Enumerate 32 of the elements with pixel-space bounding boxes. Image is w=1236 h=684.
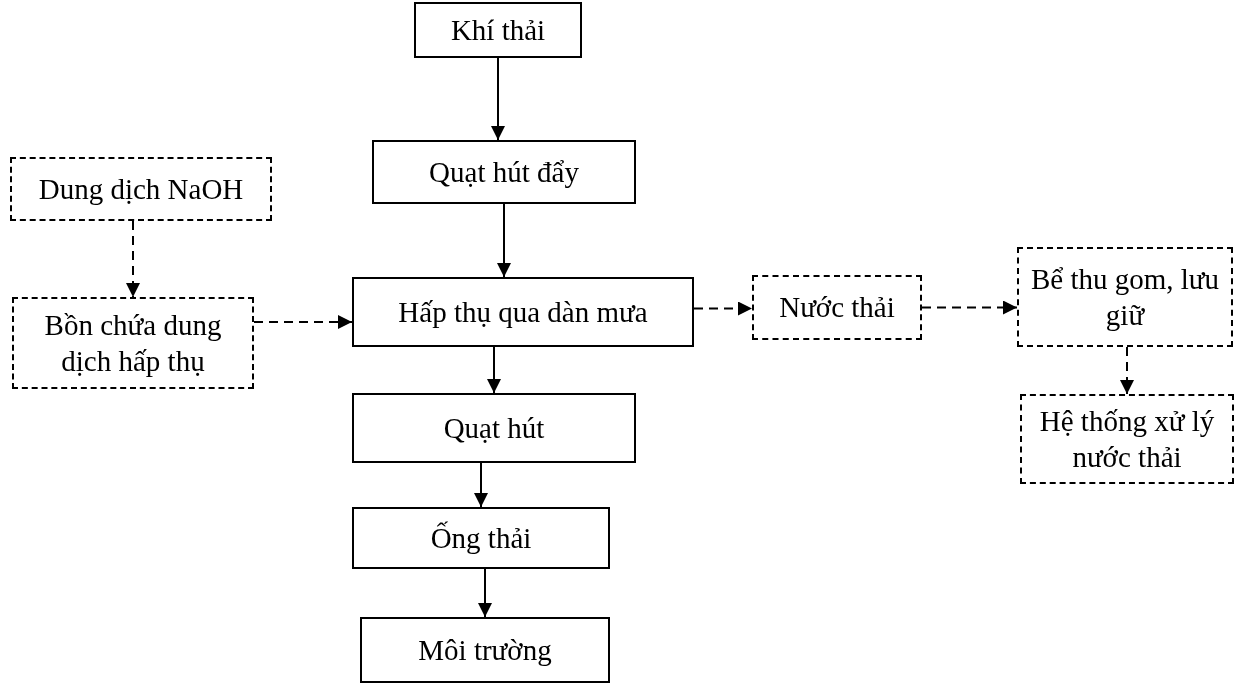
arrow: [478, 568, 492, 618]
arrow: [126, 220, 140, 298]
box-label: Quạt hút: [442, 410, 546, 446]
process-box: [360, 617, 610, 683]
process-box: [352, 507, 610, 569]
arrow: [253, 315, 353, 329]
process-box: [10, 157, 272, 221]
arrow: [491, 57, 505, 141]
arrow: [921, 300, 1018, 315]
box-label: Khí thải: [449, 12, 547, 48]
box-label: Ống thải: [429, 520, 533, 556]
process-box: [1020, 394, 1234, 484]
box-label: Nước thải: [778, 290, 896, 326]
arrow: [1120, 346, 1134, 395]
box-label: Hấp thụ qua dàn mưa: [397, 294, 649, 330]
process-box: [1017, 247, 1233, 347]
arrow: [497, 203, 511, 278]
process-box: [352, 393, 636, 463]
arrow: [474, 462, 488, 508]
box-label: Dung dịch NaOH: [37, 171, 245, 207]
process-box: [752, 275, 922, 340]
arrow: [693, 301, 753, 316]
box-label: Quạt hút đẩy: [428, 154, 580, 190]
box-label: Bể thu gom, lưu giữ: [1029, 261, 1221, 333]
box-label: Bồn chứa dung dịch hấp thụ: [43, 307, 223, 379]
process-box: [12, 297, 254, 389]
process-box: [372, 140, 636, 204]
process-box: [414, 2, 582, 58]
box-label: Môi trường: [417, 632, 553, 668]
box-label: Hệ thống xử lý nước thải: [1038, 403, 1216, 475]
process-box: [352, 277, 694, 347]
arrow: [487, 346, 501, 394]
